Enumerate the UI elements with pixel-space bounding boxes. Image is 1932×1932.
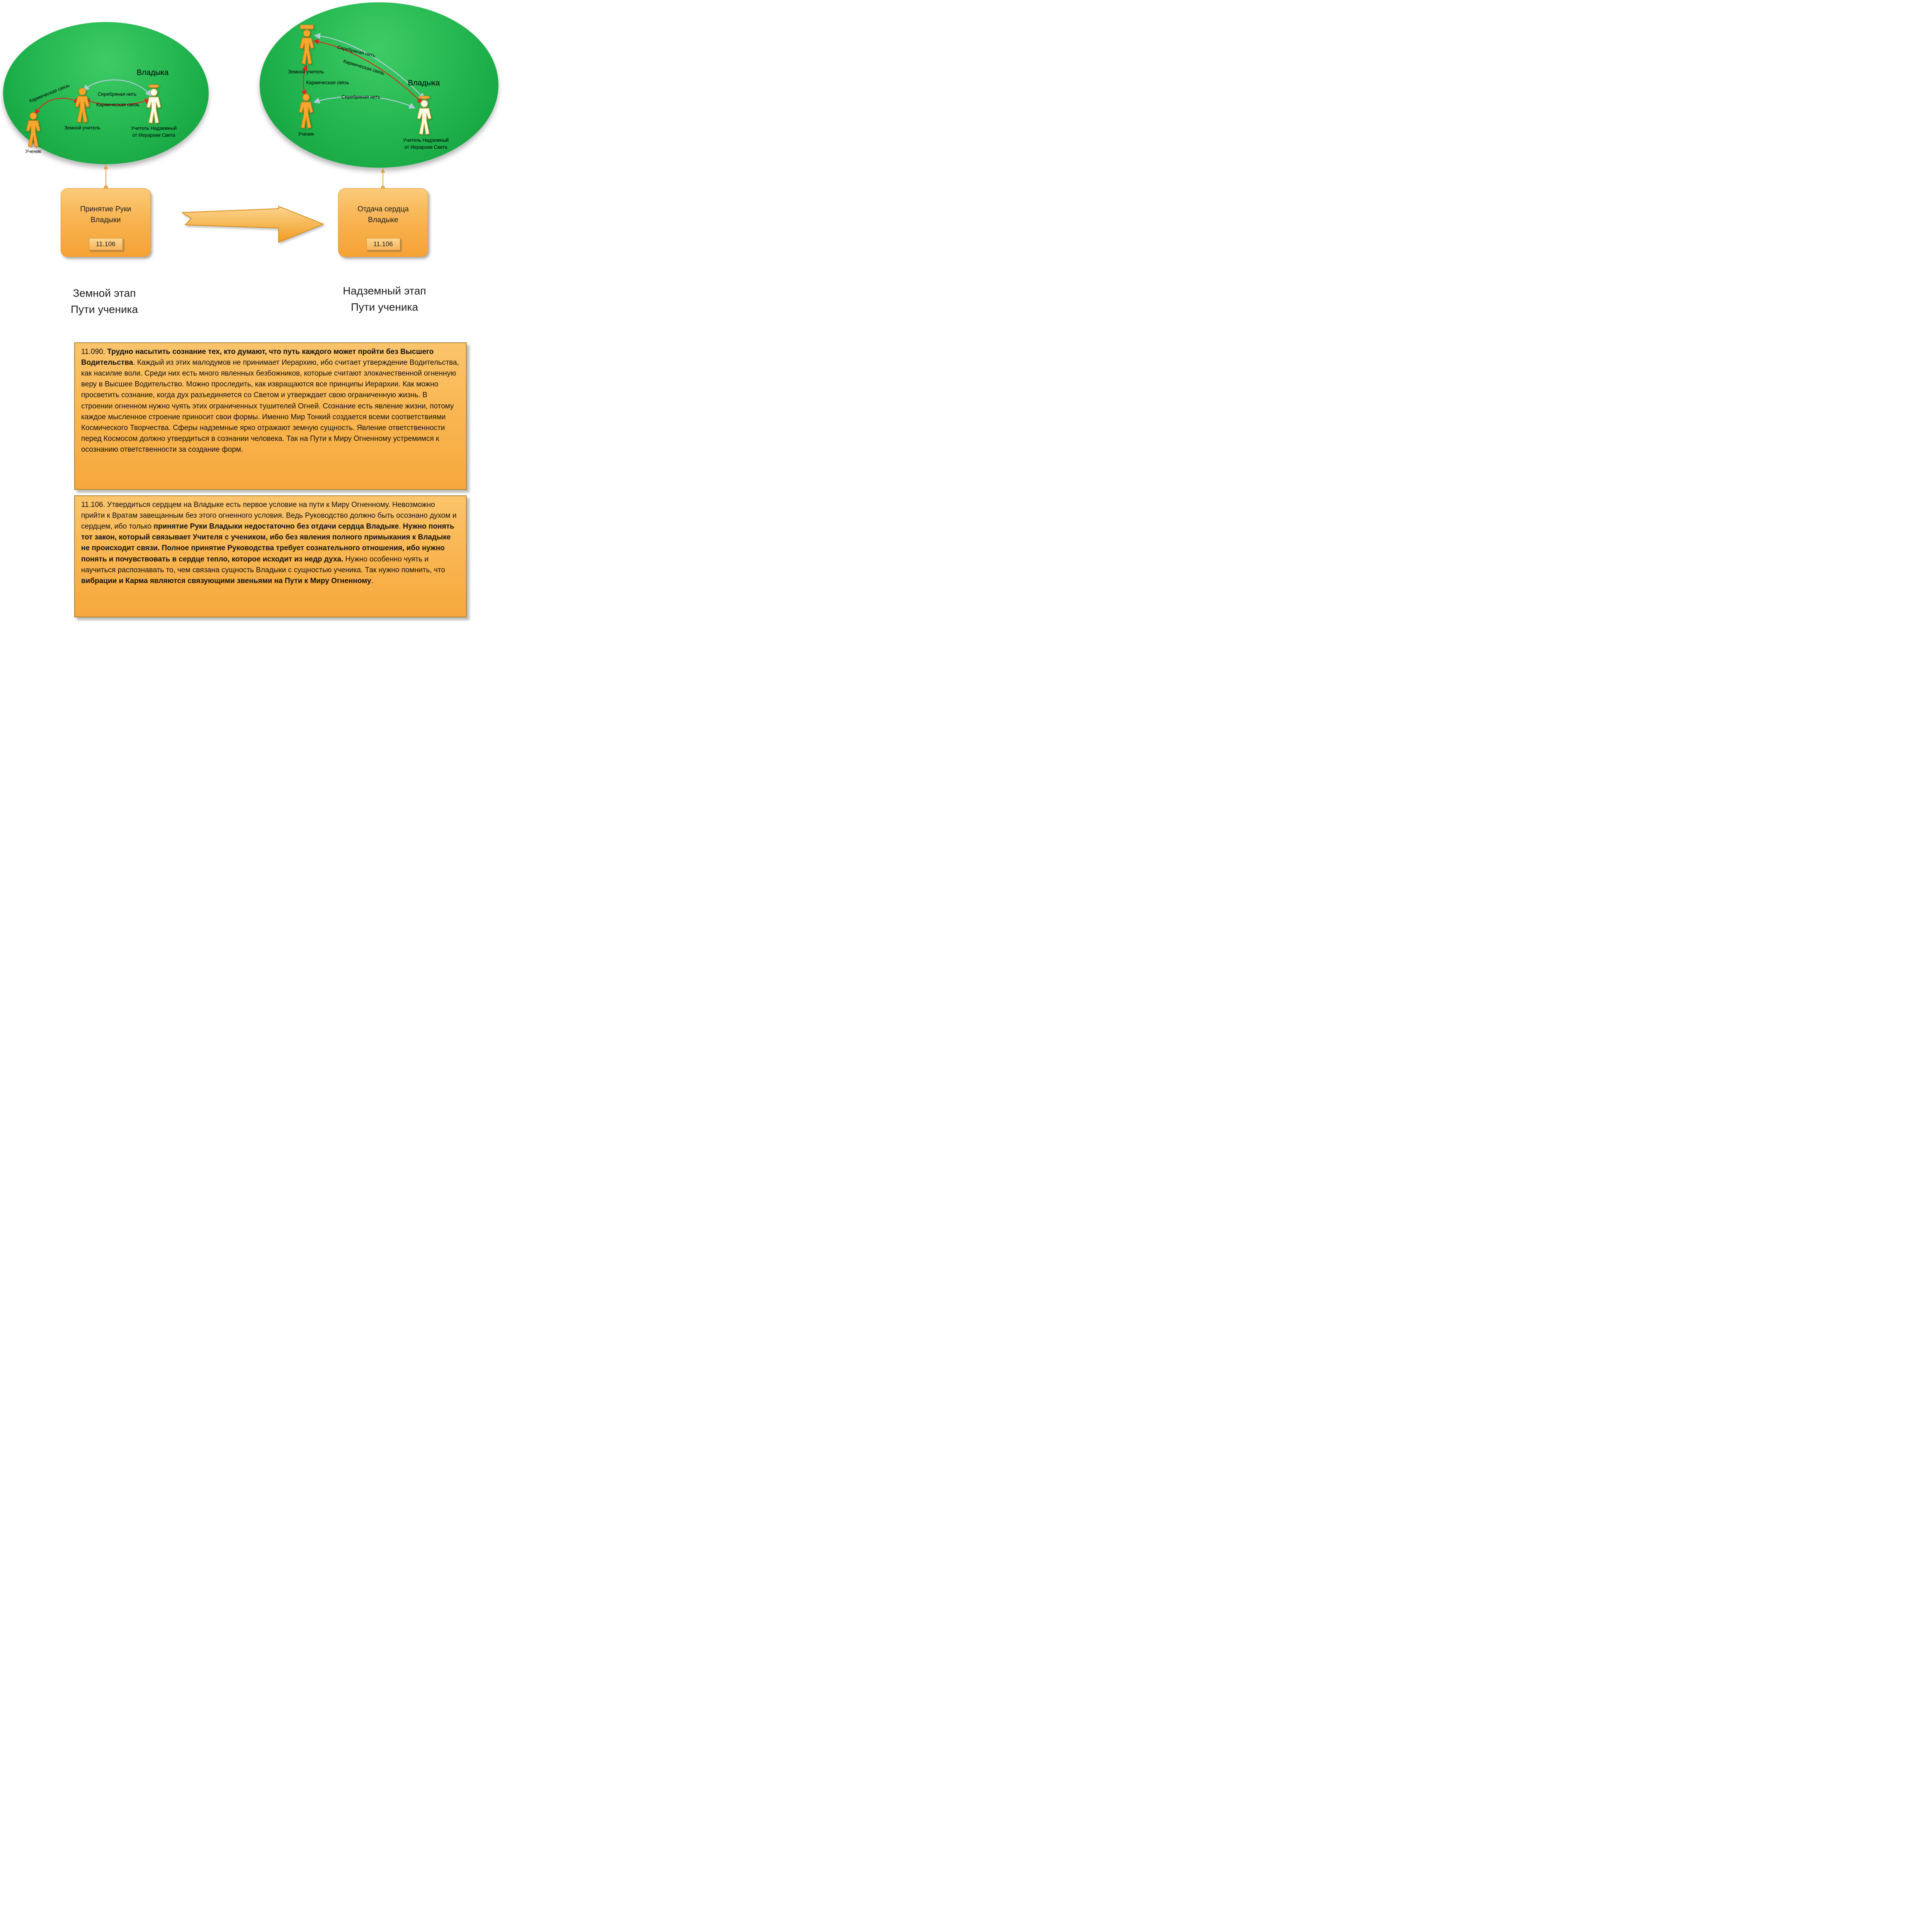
- supermundane-stage-caption-line1: Надземный этап: [343, 285, 426, 297]
- reference-badge: 11.106: [366, 238, 400, 250]
- earthly-stage-caption-line2: Пути ученика: [70, 303, 138, 315]
- right-links-svg: [301, 33, 425, 109]
- karmic-link-student-teacher: [301, 65, 308, 96]
- earthly-teacher-label: Земной учитель: [288, 69, 324, 75]
- silver-thread-label: Серебряная нить: [97, 92, 137, 97]
- student-label: Ученик: [298, 131, 314, 137]
- left-links-svg: [35, 79, 152, 115]
- supermundane-stage-caption-line2: Пути ученика: [350, 301, 418, 313]
- supermundane-teacher-label-line1: Учитель Надземный: [403, 138, 449, 143]
- give-heart-box: Отдача сердца Владыке 11.106: [338, 188, 428, 257]
- vladyka-label: Владыка: [408, 79, 440, 87]
- accept-hand-title-line1: Принятие Руки: [80, 205, 131, 213]
- accept-hand-box: Принятие Руки Владыки 11.106: [61, 188, 151, 257]
- karmic-link-teacher-supermundane: [84, 99, 151, 105]
- student-figure-icon: [299, 94, 313, 129]
- supermundane-teacher-label-line1: Учитель Надземный: [131, 126, 177, 131]
- reference-badge: 11.106: [88, 238, 123, 250]
- supermundane-teacher-label-line2: от Иерархии Света: [132, 133, 175, 138]
- earthly-teacher-label: Земной учитель: [64, 125, 100, 131]
- give-heart-title-line2: Владыке: [368, 216, 398, 224]
- give-heart-title-line1: Отдача сердца: [357, 205, 409, 213]
- earthly-teacher-figure-icon: [75, 88, 90, 123]
- earthly-stage-caption: Земной этап Пути ученика: [43, 285, 166, 318]
- passage-11-090: 11.090. Трудно насытить сознание тех, кт…: [74, 342, 467, 490]
- supermundane-stage-caption: Надземный этап Пути ученика: [321, 283, 448, 315]
- supermundane-teacher-label-line2: от Иерархии Света: [404, 145, 447, 150]
- silver-thread-label-bottom: Серебряная нить: [341, 94, 381, 100]
- karmic-link-label-mid: Кармическая связь: [96, 102, 139, 107]
- earthly-teacher-figure-icon: [299, 25, 314, 65]
- supermundane-teacher-figure-icon: [417, 95, 432, 135]
- karmic-link-label-left: Кармическая связь: [306, 80, 349, 85]
- silver-thread-link-bottom: [313, 96, 415, 109]
- supermundane-teacher-figure-icon: [146, 84, 161, 124]
- karmic-link-student-teacher: [35, 97, 80, 115]
- passage-11-106: 11.106. Утвердиться сердцем на Владыке е…: [74, 495, 467, 617]
- vladyka-label: Владыка: [136, 68, 169, 77]
- right-connector-line: [381, 168, 385, 190]
- earthly-stage-ellipse: Владыка Ученик Земной учитель Учитель На…: [3, 22, 209, 164]
- supermundane-stage-ellipse: Владыка Земной учитель Ученик Учитель На…: [260, 2, 498, 168]
- silver-thread-link: [83, 79, 152, 97]
- transition-arrow: [182, 206, 324, 243]
- student-label: Ученик: [25, 149, 41, 154]
- diagram-canvas: Владыка Ученик Земной учитель Учитель На…: [0, 0, 516, 622]
- student-figure-icon: [26, 112, 41, 147]
- karmic-link-top: [313, 39, 423, 104]
- earthly-stage-caption-line1: Земной этап: [73, 287, 136, 299]
- left-connector-line: [104, 164, 108, 190]
- accept-hand-title-line2: Владыки: [90, 216, 121, 224]
